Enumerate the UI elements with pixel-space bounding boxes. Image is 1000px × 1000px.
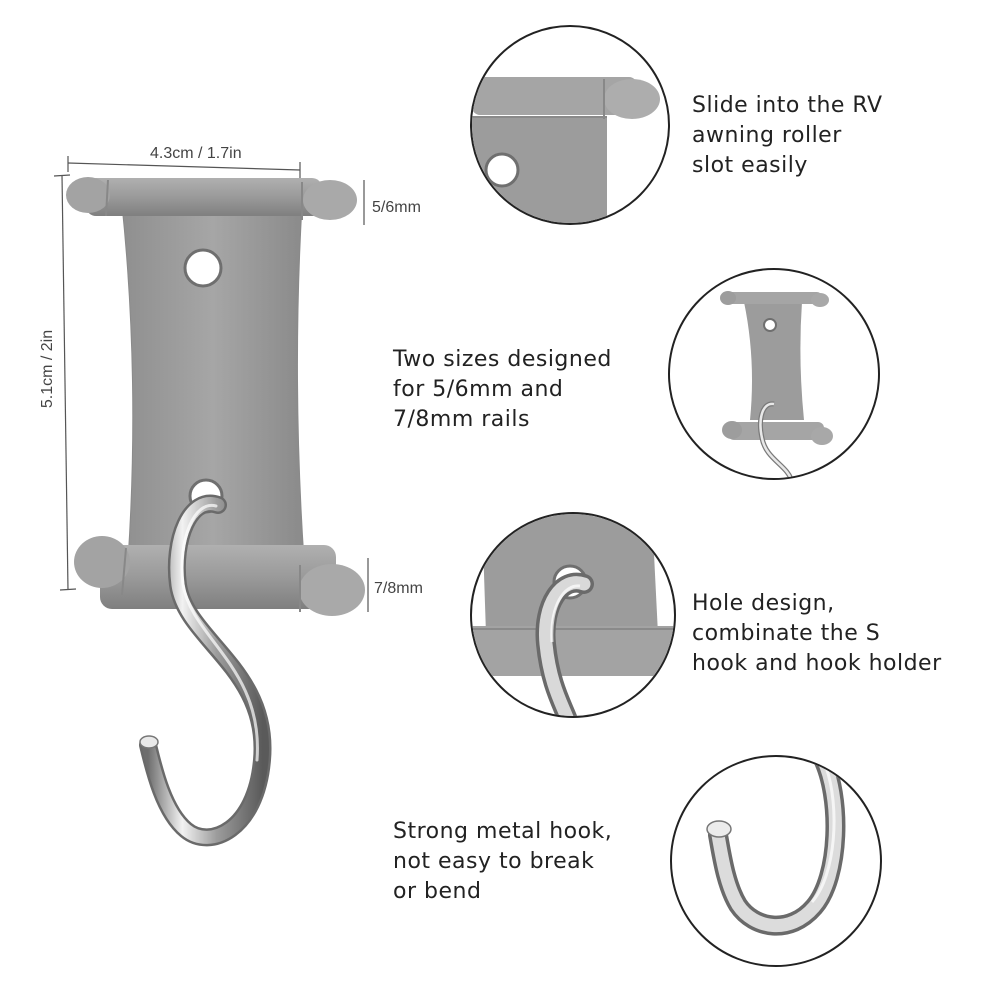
metal-hook-closeup-circle: [670, 755, 882, 967]
feature-line: 7/8mm rails: [393, 407, 530, 432]
rail-slide-closeup-icon: [472, 77, 660, 223]
feature-line: Hole design,: [692, 591, 835, 616]
top-hole: [183, 248, 223, 288]
feature-line: slot easily: [692, 153, 808, 178]
feature-text-rail-slide: Slide into the RV awning roller slot eas…: [692, 91, 883, 181]
bottom-rail-size-label: 7/8mm: [374, 580, 423, 597]
feature-line: for 5/6mm and: [393, 377, 564, 402]
rail-thickness-ticks: [363, 180, 369, 612]
hole-hook-closeup-circle: [470, 512, 676, 718]
hole-hook-closeup-icon: [472, 514, 674, 716]
feature-line: awning roller: [692, 123, 842, 148]
feature-line: hook and hook holder: [692, 651, 942, 676]
feature-line: combinate the S: [692, 621, 881, 646]
feature-line: Slide into the RV: [692, 93, 883, 118]
feature-line: Strong metal hook,: [393, 819, 613, 844]
height-dimension-line: [53, 174, 77, 591]
feature-line: not easy to break: [393, 849, 595, 874]
width-dimension-line: [67, 156, 301, 178]
two-size-holder-thumbnail-icon: [720, 291, 833, 478]
top-rail-size-label: 5/6mm: [372, 199, 421, 216]
metal-hook-closeup-icon: [706, 757, 846, 936]
top-rail: [66, 177, 357, 220]
s-hook: [139, 494, 272, 847]
width-dimension-label: 4.3cm / 1.7in: [150, 145, 242, 162]
rail-slide-closeup-circle: [470, 25, 670, 225]
two-size-holder-circle: [668, 268, 880, 480]
bottom-rail: [74, 536, 365, 616]
feature-line: or bend: [393, 879, 482, 904]
feature-text-two-sizes: Two sizes designed for 5/6mm and 7/8mm r…: [393, 345, 612, 435]
feature-line: Two sizes designed: [393, 347, 612, 372]
height-dimension-label: 5.1cm / 2in: [39, 329, 56, 409]
feature-text-strong-hook: Strong metal hook, not easy to break or …: [393, 817, 612, 907]
feature-text-hole-design: Hole design, combinate the S hook and ho…: [692, 589, 942, 679]
